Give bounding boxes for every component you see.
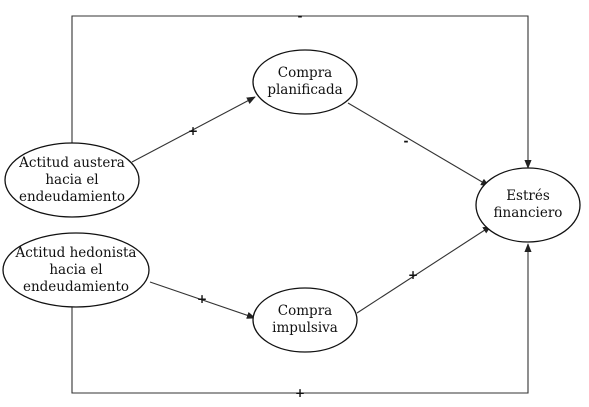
sign-hedonista-estres: + [295,386,305,400]
edge-hedonista-to-estres-direct [71,243,532,394]
node-actitud-austera: Actitud austera hacia el endeudamiento [4,142,140,218]
sign-austera-estres: - [298,9,303,23]
sign-hedonista-impulsiva: + [197,292,207,306]
node-austera-line-1: Actitud austera [18,155,125,171]
edge-austera-to-planificada [131,96,256,163]
node-impulsiva-line-2: impulsiva [272,320,338,336]
edge-planificada-to-estres [347,102,490,187]
edge-hedonista-to-impulsiva [149,281,256,319]
node-impulsiva-line-1: Compra [278,303,332,319]
node-actitud-hedonista: Actitud hedonista hacia el endeudamiento [2,232,150,308]
node-estres-financiero: Estrés financiero [475,167,581,243]
node-compra-impulsiva: Compra impulsiva [252,287,358,353]
sign-impulsiva-estres: + [408,268,418,282]
node-compra-planificada: Compra planificada [252,49,358,115]
node-planificada-line-2: planificada [267,82,342,98]
edge-impulsiva-to-estres [356,225,492,314]
edge-austera-to-estres-direct [71,15,532,169]
node-austera-line-2: hacia el [45,172,98,188]
node-estres-line-1: Estrés [506,188,550,204]
node-austera-line-3: endeudamiento [19,189,125,205]
node-estres-line-2: financiero [494,205,563,221]
sign-austera-planificada: + [188,124,198,138]
node-hedonista-line-3: endeudamiento [23,279,129,295]
node-hedonista-line-2: hacia el [49,262,102,278]
node-hedonista-line-1: Actitud hedonista [15,245,137,261]
sign-planificada-estres: - [404,134,409,148]
node-planificada-line-1: Compra [278,65,332,81]
